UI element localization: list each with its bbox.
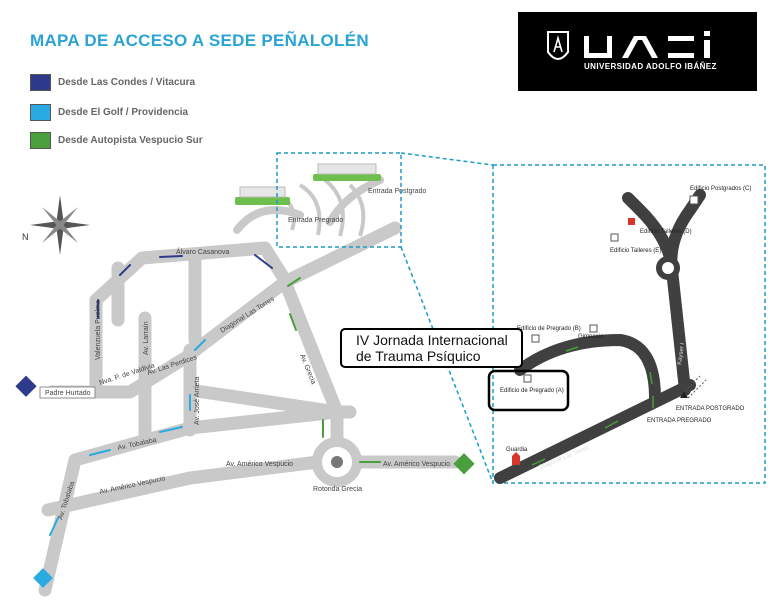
legend-label: Desde Autopista Vespucio Sur (58, 135, 203, 146)
road-av-tobalaba (38, 405, 344, 597)
campus-road-diagonal (494, 379, 696, 484)
building-e-icon (610, 233, 619, 242)
event-callout: IV Jornada Internacional de Trauma Psíqu… (340, 328, 523, 368)
gimnasio-icon (589, 324, 598, 333)
entry-marker-green (453, 453, 475, 475)
label-entrada-pregrado-mini: Entrada Pregrado (288, 217, 343, 224)
compass-rose-icon (30, 195, 90, 255)
legend-item-el-golf: Desde El Golf / Providencia (30, 104, 188, 121)
label-kayser: Kayser I (677, 342, 686, 365)
campus-labels: Edificio Postgrados (C) Edificio Tallere… (500, 186, 751, 471)
legend-swatch-green (30, 132, 51, 149)
arrow-dark-blue (254, 254, 273, 269)
arrow-light-blue (89, 449, 111, 456)
label-edificio-pregrado-b: Edificio de Pregrado (B) (517, 326, 581, 332)
guardia-icon (512, 452, 520, 465)
label-edificio-talleres-d: Edificio Talleres (D) (640, 229, 692, 235)
campus-route-arrows (531, 346, 654, 466)
label-gimnasio: Gimnasio (578, 334, 604, 340)
arrow-dark-blue (119, 264, 131, 276)
label-av-americo-vespucio-center: Av. Américo Vespucio (226, 461, 293, 468)
route-arrows (49, 254, 381, 536)
zoom-connectors (400, 152, 494, 484)
arrow-light-blue (194, 339, 206, 351)
legend-swatch-light-blue (30, 104, 51, 121)
campus-gate-dashes (681, 375, 707, 399)
label-entrada-postgrado: ENTRADA POSTGRADO (676, 406, 745, 412)
legend-label: Desde El Golf / Providencia (58, 107, 189, 118)
uai-logo: UNIVERSIDAD ADOLFO IBÁÑEZ (518, 12, 757, 91)
uai-logo-mark (547, 31, 710, 60)
label-edificio-pregrado-a: Edificio de Pregrado (A) (500, 388, 564, 394)
label-av-jose-arrieta: Av. José Arrieta (194, 377, 201, 425)
arrow-light-blue (159, 426, 183, 433)
road-network (38, 176, 462, 597)
event-callout-line-2: de Trauma Psíquico (356, 348, 481, 364)
arrow-light-blue (49, 517, 59, 536)
label-padre-hurtado: Padre Hurtado (45, 390, 91, 397)
legend-item-vespucio-sur: Desde Autopista Vespucio Sur (30, 132, 203, 149)
label-rotonda-grecia: Rotonda Grecia (313, 486, 362, 493)
compass-north-label: N (22, 232, 29, 242)
zoom-source-frame (276, 152, 402, 248)
campus-road-loop (514, 334, 661, 404)
arrow-green (287, 277, 301, 287)
entry-marker-dark-blue (15, 375, 37, 397)
legend-swatch-dark-blue (30, 74, 51, 91)
label-diagonal-las-torres: Diagonal Las Torres (219, 296, 276, 335)
building-d-icon (628, 218, 635, 225)
legend-label: Desde Las Condes / Vitacura (58, 77, 196, 88)
event-callout-line-1: IV Jornada Internacional (356, 332, 508, 348)
rotonda-center (331, 456, 343, 468)
arrow-dark-blue (159, 255, 183, 258)
uai-crest-icon (547, 31, 569, 60)
building-a-highlight (487, 369, 570, 412)
label-guardia: Guardia (506, 447, 528, 453)
padre-hurtado-box (39, 386, 96, 399)
building-c-icon (689, 195, 699, 205)
university-name: UNIVERSIDAD ADOLFO IBÁÑEZ (584, 62, 717, 71)
building-b-icon (531, 334, 540, 343)
label-av-americo-vespucio-east: Av. Américo Vespucio (383, 461, 450, 468)
label-edificio-postgrados-c: Edificio Postgrados (C) (690, 186, 751, 192)
campus-roundabout (656, 256, 680, 280)
uai-letters-icon (584, 31, 710, 58)
postgrado-gate-icon (680, 391, 688, 398)
label-entrada-postgrado-mini: Entrada Postgrado (368, 188, 426, 195)
label-av-larrain: Av. Larraín (143, 321, 150, 355)
building-a-icon (523, 374, 532, 383)
map-title: MAPA DE ACCESO A SEDE PEÑALOLÉN (30, 31, 369, 50)
campus-road-kayser (665, 189, 706, 396)
legend-item-las-condes: Desde Las Condes / Vitacura (30, 74, 195, 91)
label-entrada-pregrado: ENTRADA PREGRADO (647, 418, 712, 424)
zoom-detail-frame (492, 164, 766, 484)
arrow-green (289, 313, 297, 331)
label-edificio-talleres-e: Edificio Talleres (E) (610, 248, 661, 254)
campus-building-markers (512, 195, 699, 465)
label-alvaro-casanova: Álvaro Casanova (176, 247, 229, 256)
label-valenzuela-puelma: Valenzuela Puelma (95, 300, 102, 360)
